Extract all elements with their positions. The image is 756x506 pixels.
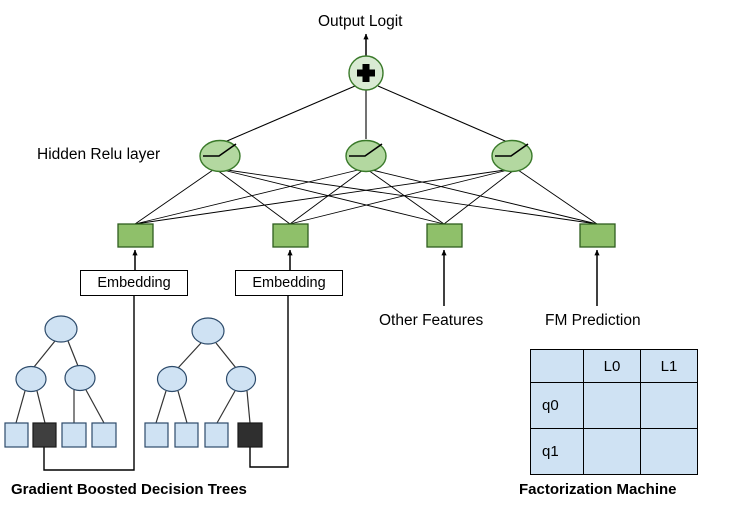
fm-cell-q1-l1 — [640, 428, 698, 475]
tree-2-leaf-1 — [144, 422, 169, 448]
embedding-box-2[interactable]: Embedding — [235, 270, 343, 296]
fm-cell-q1-l0 — [583, 428, 641, 475]
fm-table-row-q1: q1 — [530, 428, 698, 475]
tree-2-leaf-4-selected — [237, 422, 263, 448]
tree-1-leaf-4 — [91, 422, 117, 448]
fm-cell-q0-l1 — [640, 382, 698, 429]
tree-2-root-node — [191, 317, 225, 345]
tree-1-leaf-2-selected — [32, 422, 57, 448]
tree-1-edges — [15, 340, 105, 424]
gbdt-caption: Gradient Boosted Decision Trees — [11, 481, 247, 498]
tree-1-internal-node-right — [64, 364, 96, 392]
input-box-embedding-2 — [272, 223, 309, 248]
factorization-machine-table: L0 L1 q0 q1 — [530, 349, 698, 475]
fm-table-row-q0: q0 — [530, 382, 698, 429]
tree-1-leaf-3 — [61, 422, 87, 448]
hidden-node-1 — [199, 139, 241, 173]
hidden-to-output-edges — [219, 84, 513, 145]
fm-row-label-q0: q0 — [530, 382, 584, 429]
input-box-other-features — [426, 223, 463, 248]
output-logit-label: Output Logit — [318, 13, 403, 30]
embedding-box-1[interactable]: Embedding — [80, 270, 188, 296]
tree-1-selected-leaf-route — [43, 296, 135, 471]
tree-1-root-node — [44, 315, 78, 343]
input-to-hidden-edges — [134, 169, 598, 225]
embedding-box-1-label: Embedding — [97, 275, 171, 291]
other-features-label: Other Features — [379, 312, 484, 329]
tree-2-leaf-2 — [174, 422, 199, 448]
input-box-embedding-1 — [117, 223, 154, 248]
embedding-box-2-label: Embedding — [252, 275, 326, 291]
tree-2-leaf-3 — [204, 422, 229, 448]
tree-1-leaf-1 — [4, 422, 29, 448]
fm-caption: Factorization Machine — [519, 481, 677, 498]
tree-2-internal-node-right — [225, 365, 257, 393]
fm-cell-q0-l0 — [583, 382, 641, 429]
tree-2-edges — [155, 342, 251, 424]
fm-row-label-q1: q1 — [530, 428, 584, 475]
hidden-node-3 — [491, 139, 533, 173]
output-sum-node — [348, 55, 384, 91]
fm-prediction-label: FM Prediction — [545, 312, 641, 329]
hidden-relu-layer-label: Hidden Relu layer — [37, 146, 161, 163]
tree-2-selected-leaf-route — [249, 296, 289, 468]
fm-header-l1: L1 — [640, 349, 698, 383]
tree-1-internal-node-left — [15, 365, 47, 393]
fm-table-header-row: L0 L1 — [530, 349, 698, 383]
tree-2-internal-node-left — [156, 365, 188, 393]
fm-header-l0: L0 — [583, 349, 641, 383]
hidden-node-2 — [345, 139, 387, 173]
input-box-fm-prediction — [579, 223, 616, 248]
fm-header-corner — [530, 349, 584, 383]
